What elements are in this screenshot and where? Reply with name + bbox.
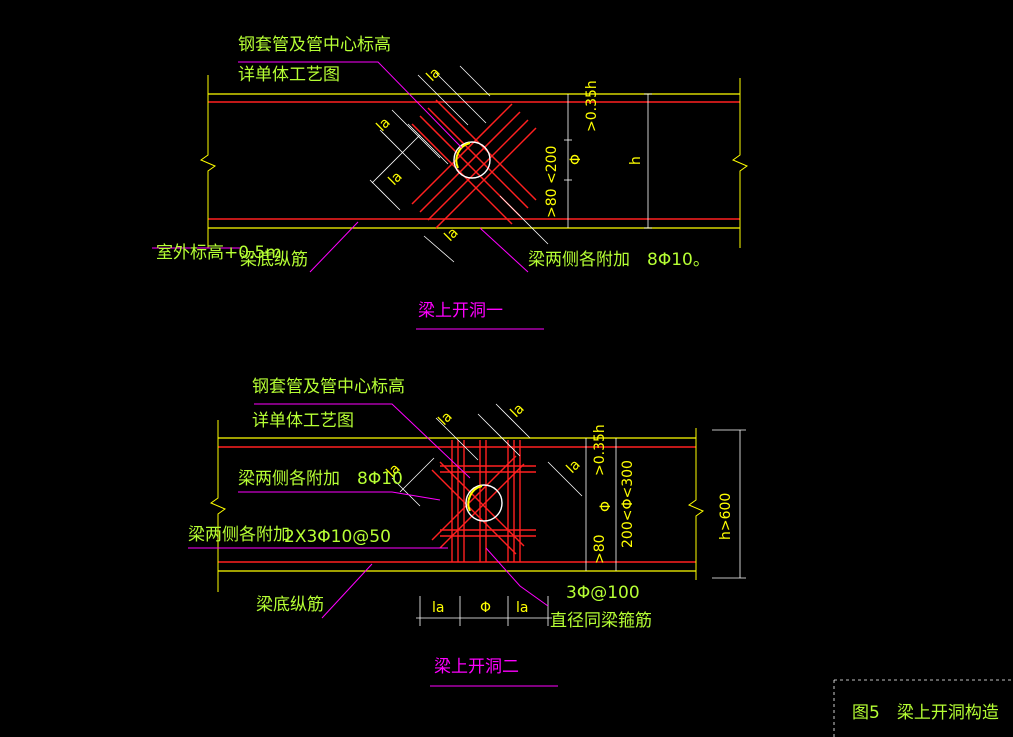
beam2-added-rebars [431, 440, 536, 562]
note-outdoor-elevation: 室外标高+0.5m [156, 243, 282, 263]
beam2-pipe-highlight [467, 485, 483, 512]
right-break-line [731, 78, 749, 248]
beam2-dim-80: >80 [592, 534, 608, 564]
beam2-note-detail: 详单体工艺图 [252, 411, 354, 431]
dim-top-035h: >0.35h [584, 80, 600, 132]
detail-one-title: 梁上开洞一 [418, 301, 503, 321]
beam2-la-right: la [564, 457, 584, 477]
detail-two-title: 梁上开洞二 [434, 657, 519, 677]
detail-one: la la la la >0.35h >80 <200 Φ h 钢套管及管中心标… [152, 35, 749, 330]
pipe-highlight [455, 142, 471, 169]
la-dimensions [369, 65, 491, 263]
pipe-sleeve-circle [453, 141, 491, 179]
beam2-bottom-la-left: la [432, 600, 444, 616]
beam2-la-top-2: la [508, 401, 528, 421]
diagonal-extension-lines [371, 72, 549, 245]
beam2-dim-h600: h>600 [718, 493, 734, 540]
dim-h: h [628, 156, 644, 165]
diagonal-rebars [411, 99, 537, 229]
beam2-dim-phi: Φ [598, 501, 614, 512]
note-sleeve-elevation: 钢套管及管中心标高 [238, 35, 391, 55]
beam2-note-side-add-1: 梁两侧各附加 8Φ10 [238, 469, 403, 489]
note-bottom-bar: 梁底纵筋 [240, 250, 308, 270]
figure-caption: 图5 梁上开洞构造 [852, 703, 999, 723]
beam2-pipe-circle [465, 484, 503, 522]
beam2-note-stirrup-2: 直径同梁箍筋 [550, 611, 652, 631]
beam2-dim-035h: >0.35h [592, 424, 608, 476]
beam2-vertical-dimensions [585, 429, 746, 579]
detail-two: la la la la la Φ la >0.35h 200<Φ<300 Φ >… [188, 377, 746, 687]
left-break-line [199, 75, 217, 248]
dim-phi-range: >80 <200 [544, 146, 560, 218]
beam2-note-bottom-bar: 梁底纵筋 [256, 595, 324, 615]
note-side-additional-bars: 梁两侧各附加 8Φ10。 [528, 250, 710, 270]
beam2-bottom-dimension [416, 596, 552, 626]
beam2-dim-phi-range: 200<Φ<300 [620, 460, 636, 548]
la-label-top: la [424, 65, 444, 85]
leader-lines [152, 61, 529, 273]
vertical-dimensions [564, 93, 652, 229]
beam2-bottom-phi: Φ [480, 600, 491, 616]
beam2-la-top-1: la [436, 409, 456, 429]
beam2-leader-lines [188, 403, 549, 619]
beam2-left-break [209, 420, 227, 592]
la-label-left-lower: la [386, 169, 406, 189]
beam2-note-sleeve: 钢套管及管中心标高 [252, 377, 405, 397]
beam2-right-break [687, 428, 705, 580]
dim-phi: Φ [568, 154, 584, 165]
la-label-left: la [374, 115, 394, 135]
beam2-note-side-add-2: 梁两侧各附加 [188, 525, 290, 545]
beam2-note-side-add-2-spec: 2X3Φ10@50 [284, 527, 391, 547]
beam2-la-dimensions [391, 403, 583, 507]
figure-caption-box: 图5 梁上开洞构造 [833, 679, 1013, 737]
beam2-bottom-la-right: la [516, 600, 528, 616]
note-see-process-drawing: 详单体工艺图 [238, 65, 340, 85]
beam2-note-stirrup: 3Φ@100 [566, 583, 640, 603]
